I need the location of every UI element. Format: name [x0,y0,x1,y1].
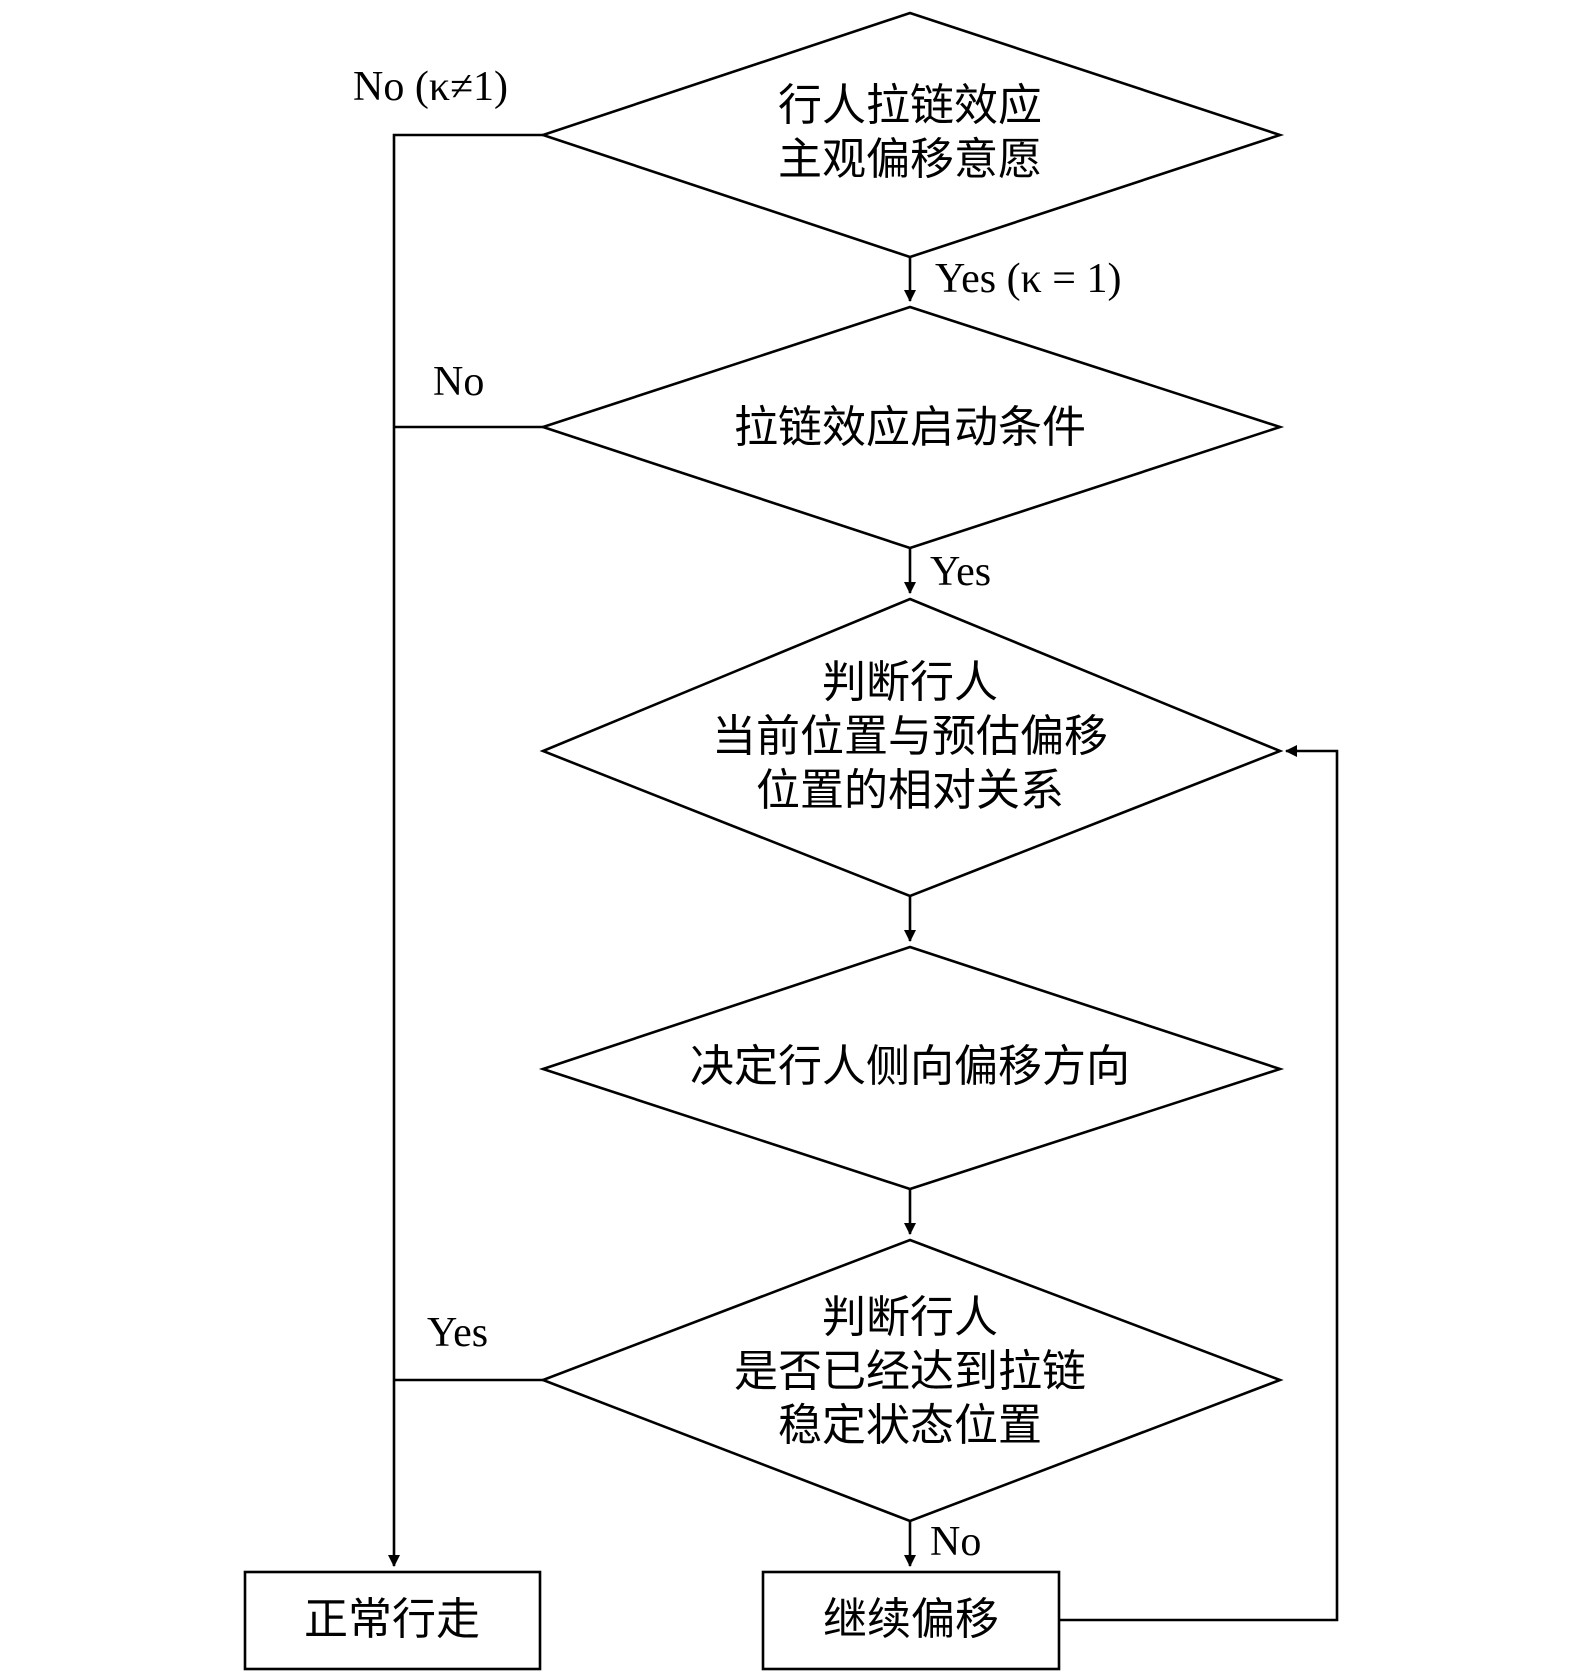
process-continue-offset-label: 继续偏移 [823,1594,999,1645]
edge-label-d2-yes: Yes [930,549,991,595]
decision-offset-direction-label: 决定行人侧向偏移方向 [690,1041,1130,1092]
decision-stable-state-line3: 稳定状态位置 [778,1400,1042,1451]
process-normal-walk-label: 正常行走 [304,1594,480,1645]
edge-label-d2-no: No [433,359,484,405]
edge-label-d1-no: No (κ≠1) [353,64,508,110]
decision-pull-intent-line1: 行人拉链效应 [778,80,1042,131]
decision-position-relation-line3: 位置的相对关系 [756,765,1064,816]
decision-position-relation-line1: 判断行人 [822,657,998,708]
decision-stable-state-line1: 判断行人 [822,1292,998,1343]
process-continue-offset [761,1570,1061,1671]
edge-loop-back [1059,745,1339,1622]
decision-start-condition-label: 拉链效应启动条件 [734,402,1086,453]
edge-label-d5-no: No [930,1519,981,1565]
decision-position-relation-line2: 当前位置与预估偏移 [712,711,1108,762]
decision-pull-intent-line2: 主观偏移意愿 [778,134,1042,185]
edge-d1-no [388,133,543,1567]
edge-label-d5-yes: Yes [427,1310,488,1356]
edge-label-d1-yes: Yes (κ = 1) [935,256,1121,302]
decision-stable-state-line2: 是否已经达到拉链 [734,1346,1086,1397]
process-normal-walk [243,1570,542,1671]
